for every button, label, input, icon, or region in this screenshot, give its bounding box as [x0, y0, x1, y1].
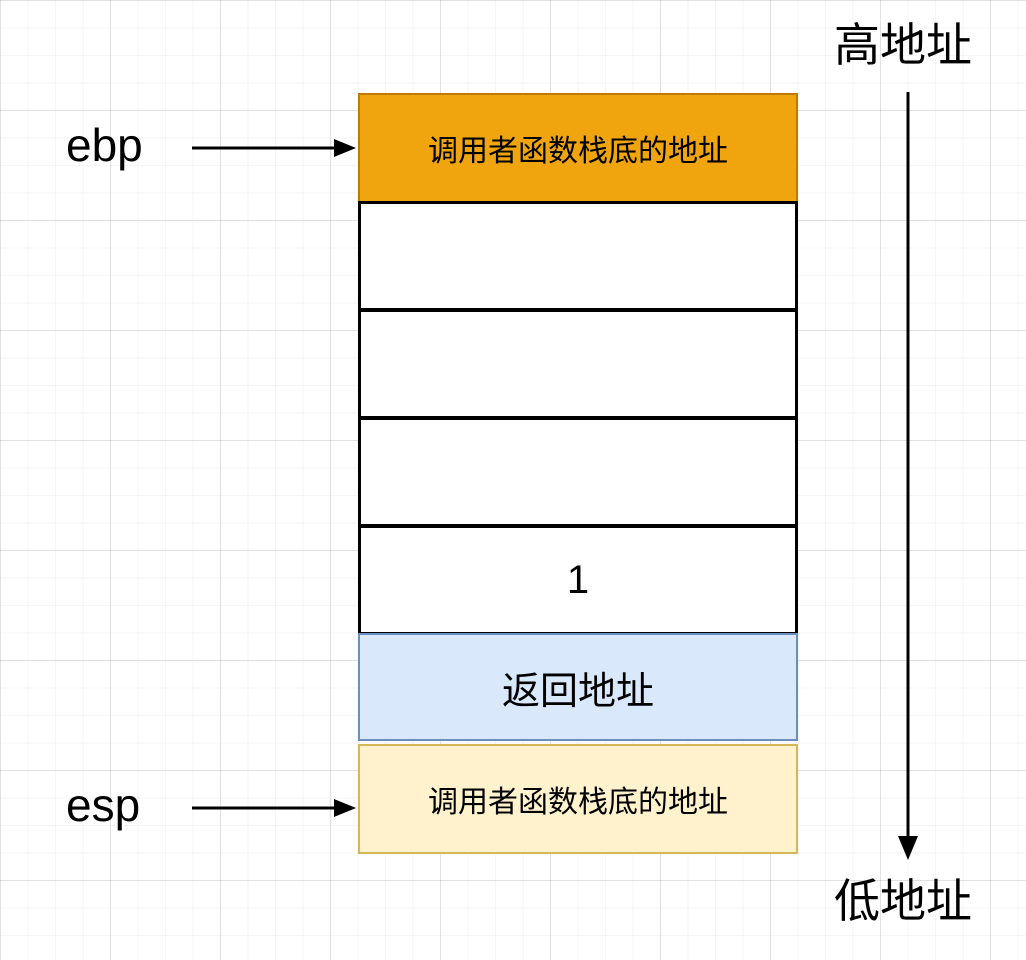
stack-row-label: 调用者函数栈底的地址 [428, 135, 728, 168]
stack-row-empty-3 [358, 417, 798, 527]
low-address-label: 低地址 [834, 875, 972, 927]
high-address-label: 高地址 [834, 19, 972, 71]
stack-row-label: 1 [566, 557, 590, 602]
esp-label: esp [66, 779, 141, 831]
stack-row-label: 调用者函数栈底的地址 [428, 786, 728, 819]
stack-row-label: 返回地址 [501, 670, 654, 713]
esp-arrow-icon [192, 799, 356, 817]
address-direction-arrow-icon [898, 92, 918, 860]
stack-diagram: 调用者函数栈底的地址 1 返回地址 调用者函数栈底的地址 [358, 93, 798, 854]
stack-row-empty-1 [358, 201, 798, 311]
stack-row-value-1: 1 [358, 525, 798, 635]
ebp-label: ebp [66, 119, 143, 171]
stack-row-saved-ebp-bottom: 调用者函数栈底的地址 [358, 744, 798, 854]
stack-row-return-address: 返回地址 [358, 633, 798, 741]
stack-row-saved-ebp-top: 调用者函数栈底的地址 [358, 93, 798, 203]
ebp-arrow-icon [192, 139, 356, 157]
stack-row-empty-2 [358, 309, 798, 419]
